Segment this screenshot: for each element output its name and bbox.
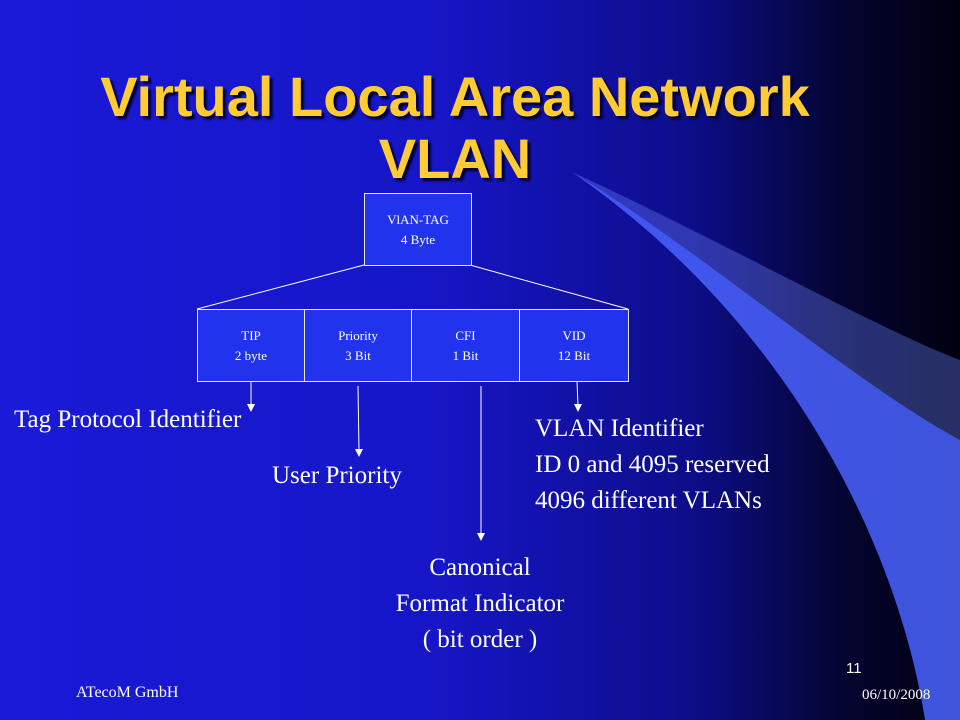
vlan-tag-size: 4 Byte xyxy=(400,231,436,247)
label-tag-protocol-identifier: Tag Protocol Identifier xyxy=(14,406,242,433)
field-tip: TIP 2 byte xyxy=(197,309,305,382)
connector-left xyxy=(196,264,365,310)
swoosh-highlight xyxy=(572,172,960,440)
footer-page-number: 11 xyxy=(846,660,862,677)
label-user-priority: User Priority xyxy=(272,462,402,489)
field-tip-size: 2 byte xyxy=(234,347,268,363)
field-priority: Priority 3 Bit xyxy=(304,309,412,382)
field-priority-size: 3 Bit xyxy=(345,347,371,363)
field-vid-name: VID xyxy=(562,327,586,343)
field-priority-name: Priority xyxy=(338,327,378,343)
label-cfi-line3: ( bit order ) xyxy=(422,626,538,653)
arrow-vid xyxy=(574,380,582,412)
label-vlan-identifier-line3: 4096 different VLANs xyxy=(535,487,762,514)
field-cfi-size: 1 Bit xyxy=(452,347,479,363)
arrow-user-priority xyxy=(355,385,363,457)
label-vlan-identifier-line2: ID 0 and 4095 reserved xyxy=(535,451,770,478)
arrow-cfi xyxy=(477,386,485,541)
label-canonical-format-indicator: Canonical Format Indicator ( bit order ) xyxy=(330,550,630,658)
field-vid-size: 12 Bit xyxy=(557,347,591,363)
label-vlan-identifier: VLAN Identifier ID 0 and 4095 reserved 4… xyxy=(535,411,770,519)
footer-date: 06/10/2008 xyxy=(862,687,931,703)
vlan-tag-box: VlAN-TAG 4 Byte xyxy=(364,193,472,266)
vlan-tag-name: VlAN-TAG xyxy=(387,211,449,227)
slide-title-line2: VLAN xyxy=(378,127,532,190)
field-tip-name: TIP xyxy=(241,327,261,343)
field-cfi-name: CFI xyxy=(455,327,476,343)
field-cfi: CFI 1 Bit xyxy=(411,309,520,382)
swoosh-shape xyxy=(572,172,960,720)
label-cfi-line1: Canonical xyxy=(429,554,531,581)
footer-company: ATecoM GmbH xyxy=(76,684,179,701)
connector-right xyxy=(469,264,629,310)
slide-title-line1: Virtual Local Area Network xyxy=(100,65,810,128)
field-vid: VID 12 Bit xyxy=(519,309,629,382)
label-cfi-line2: Format Indicator xyxy=(395,590,565,617)
label-vlan-identifier-line1: VLAN Identifier xyxy=(535,415,704,442)
arrow-tpi xyxy=(247,381,255,412)
